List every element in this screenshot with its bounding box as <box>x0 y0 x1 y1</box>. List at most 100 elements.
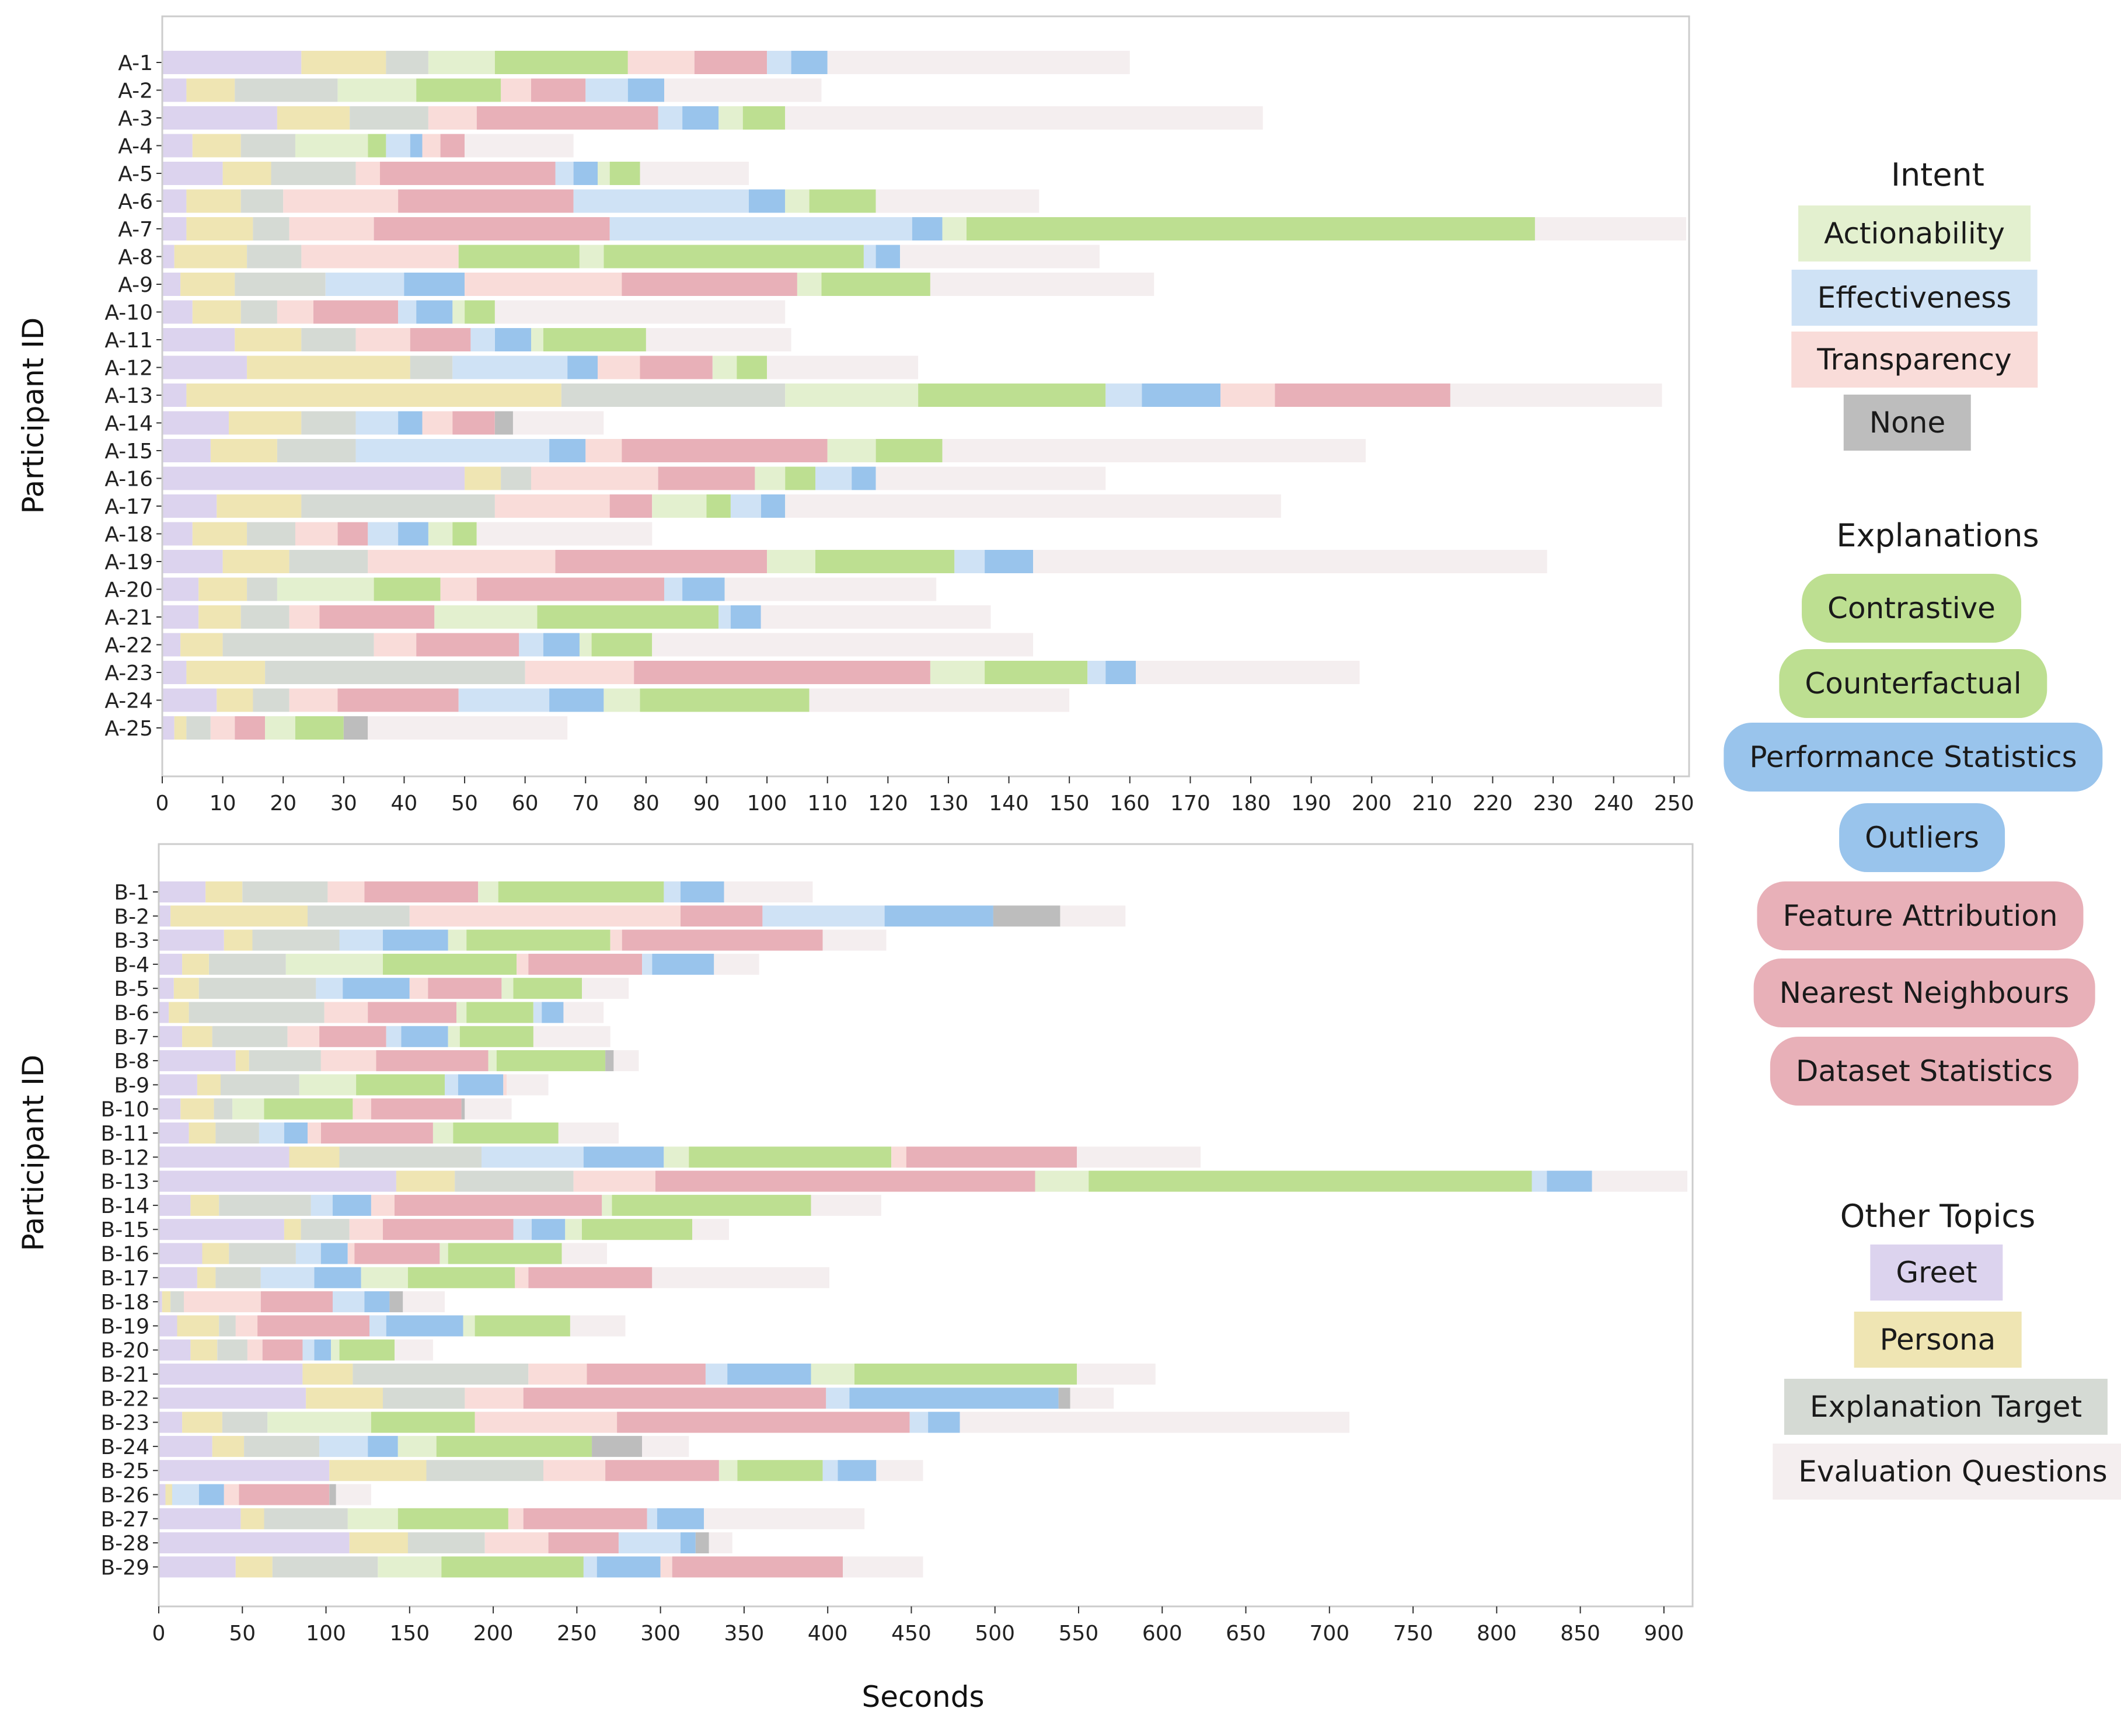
bar-b-16-contrastive <box>448 1243 562 1264</box>
bar-a-25-persona <box>174 716 187 740</box>
bar-b-14-evaluation-questions <box>811 1194 881 1216</box>
tick-label-b-6: B-6 <box>114 1002 149 1026</box>
bar-b-14-explanation-target <box>219 1194 311 1216</box>
bar-b-25-performance-statistics <box>838 1460 877 1481</box>
bar-b-12-contrastive <box>689 1146 891 1168</box>
bar-a-21-performance-statistics <box>730 605 761 629</box>
bar-b-21-greet <box>159 1364 303 1385</box>
bar-a-12-explanation-target <box>410 355 453 379</box>
tick-label-a-20: A-20 <box>104 578 153 602</box>
legend-item-outliers: Outliers <box>1839 803 2005 872</box>
bar-b-26-evaluation-questions <box>336 1484 371 1505</box>
bar-a-13-feature-attribution <box>1275 384 1450 407</box>
bar-b-20-explanation-target <box>217 1339 247 1361</box>
bar-b-25-greet <box>159 1460 330 1481</box>
bar-b-15-greet <box>159 1219 284 1240</box>
bar-a-8-actionability <box>579 245 604 269</box>
bar-b-8-evaluation-questions <box>613 1050 639 1072</box>
x-tick-label: 210 <box>1412 792 1452 815</box>
bar-a-6-evaluation-questions <box>875 189 1039 213</box>
bar-a-15-contrastive <box>875 439 943 462</box>
tick-label-a-6: A-6 <box>118 190 153 214</box>
bar-b-23-explanation-target <box>222 1411 268 1433</box>
bar-b-19-actionability <box>463 1315 475 1337</box>
bar-b-16-evaluation-questions <box>561 1243 607 1264</box>
bar-a-1-feature-attribution <box>694 51 768 74</box>
bar-b-21-feature-attribution <box>587 1364 706 1385</box>
bar-a-18-actionability <box>428 522 453 546</box>
bar-b-15-contrastive <box>582 1219 693 1240</box>
bar-b-12-effectiveness <box>482 1146 584 1168</box>
legend-item-explanation-target: Explanation Target <box>1784 1379 2108 1435</box>
bar-b-24-persona <box>212 1435 245 1457</box>
bar-a-12-contrastive <box>737 355 768 379</box>
bar-a-6-effectiveness <box>573 189 749 213</box>
tick-label-b-15: B-15 <box>101 1218 150 1242</box>
bar-b-23-actionability <box>267 1411 371 1433</box>
bar-b-10-actionability <box>232 1098 264 1120</box>
bar-b-15-feature-attribution <box>383 1219 514 1240</box>
bar-a-16-greet <box>162 466 465 490</box>
bar-b-9-contrastive <box>356 1074 445 1096</box>
bar-b-28-none <box>695 1532 709 1554</box>
bar-b-19-feature-attribution <box>257 1315 370 1337</box>
tick-label-a-15: A-15 <box>104 440 153 463</box>
bar-b-27-transparency <box>508 1508 524 1529</box>
bar-b-11-explanation-target <box>215 1123 259 1144</box>
bar-a-15-explanation-target <box>277 439 356 462</box>
bar-a-22-explanation-target <box>222 633 374 657</box>
bar-b-18-greet <box>159 1291 162 1313</box>
bar-a-22-feature-attribution <box>416 633 519 657</box>
bar-b-7-contrastive <box>459 1026 533 1047</box>
bar-b-5-explanation-target <box>198 978 316 999</box>
bar-b-13-evaluation-questions <box>1592 1170 1687 1192</box>
bar-a-13-contrastive <box>918 384 1106 407</box>
bar-a-23-greet <box>162 661 187 684</box>
bar-b-24-effectiveness <box>319 1435 368 1457</box>
bar-a-10-evaluation-questions <box>494 300 786 324</box>
bar-b-23-performance-statistics <box>928 1411 960 1433</box>
bar-a-25-evaluation-questions <box>368 716 568 740</box>
bar-b-2-effectiveness <box>762 905 885 927</box>
bar-a-18-greet <box>162 522 193 546</box>
bar-b-18-evaluation-questions <box>403 1291 445 1313</box>
bar-b-9-actionability <box>299 1074 357 1096</box>
tick-label-b-28: B-28 <box>101 1532 150 1556</box>
bar-b-22-feature-attribution <box>523 1388 826 1409</box>
bar-b-4-effectiveness <box>642 953 653 975</box>
bar-a-6-feature-attribution <box>398 189 574 213</box>
bar-b-3-persona <box>224 929 253 951</box>
bar-b-13-feature-attribution <box>655 1170 1035 1192</box>
bar-a-5-transparency <box>355 162 380 185</box>
bar-a-2-actionability <box>337 78 417 102</box>
bar-a-17-greet <box>162 494 217 518</box>
bar-a-10-transparency <box>277 300 314 324</box>
bar-a-17-transparency <box>494 494 610 518</box>
bar-b-24-greet <box>159 1435 212 1457</box>
bar-a-25-actionability <box>265 716 295 740</box>
bar-b-10-contrastive <box>264 1098 353 1120</box>
bar-a-23-transparency <box>525 661 634 684</box>
bar-a-12-evaluation-questions <box>767 355 919 379</box>
bar-b-16-feature-attribution <box>354 1243 440 1264</box>
bar-b-25-persona <box>329 1460 427 1481</box>
bar-b-8-none <box>605 1050 614 1072</box>
bar-a-16-evaluation-questions <box>875 466 1106 490</box>
x-tick-label: 900 <box>1644 1622 1684 1646</box>
tick-label-b-4: B-4 <box>114 953 149 977</box>
bar-a-20-evaluation-questions <box>724 577 937 601</box>
bar-b-1-actionability <box>478 881 498 902</box>
bar-b-21-contrastive <box>854 1364 1077 1385</box>
bar-a-20-performance-statistics <box>682 577 725 601</box>
bar-b-29-feature-attribution <box>672 1556 843 1578</box>
bar-a-2-greet <box>162 78 187 102</box>
bar-a-21-feature-attribution <box>319 605 435 629</box>
bar-a-18-contrastive <box>452 522 477 546</box>
bar-a-24-evaluation-questions <box>809 688 1070 712</box>
bar-a-1-greet <box>162 51 302 74</box>
tick-label-b-23: B-23 <box>101 1411 150 1435</box>
legend-item-nearest-neighbours: Nearest Neighbours <box>1753 958 2095 1027</box>
tick-label-b-19: B-19 <box>101 1315 150 1338</box>
bar-b-18-transparency <box>184 1291 261 1313</box>
